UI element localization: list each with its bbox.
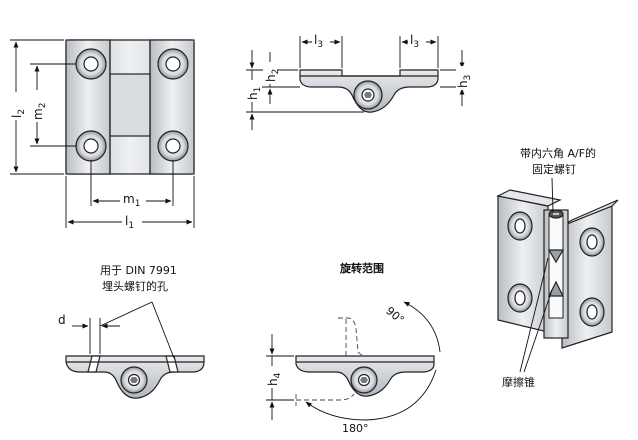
svg-text:d: d <box>58 313 66 327</box>
dimension-h2: h2 <box>262 52 300 104</box>
dimension-l2: l2 <box>9 39 64 175</box>
svg-text:带内六角 A/F的: 带内六角 A/F的 <box>520 146 596 160</box>
hinge-section-view <box>65 355 205 399</box>
countersunk-note: 用于 DIN 7991 埋头螺钉的孔 <box>100 264 177 293</box>
dimension-m2: m2 <box>30 63 76 147</box>
svg-text:用于 DIN 7991: 用于 DIN 7991 <box>100 264 177 277</box>
mount-hole <box>157 130 189 162</box>
svg-text:旋转范围: 旋转范围 <box>339 261 384 275</box>
svg-text:h1: h1 <box>246 87 263 100</box>
mount-hole <box>75 130 107 162</box>
svg-text:180°: 180° <box>342 422 369 435</box>
hinge-top-view <box>65 39 195 175</box>
dimension-h4: h4 <box>265 334 294 420</box>
rotation-range-view: 旋转范围 <box>295 261 441 421</box>
svg-text:l3: l3 <box>410 33 419 50</box>
dimension-m1: m1 <box>90 160 174 209</box>
svg-text:m1: m1 <box>123 192 140 209</box>
svg-text:m2: m2 <box>31 103 48 120</box>
dimension-l3-right: l3 <box>399 32 439 68</box>
dimension-h3: h3 <box>440 50 473 106</box>
dimension-h1: h1 <box>245 50 364 130</box>
svg-text:埋头螺钉的孔: 埋头螺钉的孔 <box>102 279 168 293</box>
screw-callout: 带内六角 A/F的 固定螺钉 <box>520 146 596 213</box>
svg-text:h3: h3 <box>456 75 473 88</box>
dimension-l1: l1 <box>65 176 195 231</box>
mount-hole <box>75 48 107 80</box>
svg-text:l3: l3 <box>314 33 323 50</box>
svg-text:h2: h2 <box>264 69 281 82</box>
svg-text:h4: h4 <box>266 372 283 386</box>
svg-text:摩擦锥: 摩擦锥 <box>502 375 535 389</box>
dimension-l3-left: l3 <box>299 32 343 68</box>
hinge-side-view <box>299 69 439 113</box>
svg-text:固定螺钉: 固定螺钉 <box>532 162 576 176</box>
friction-cone-callout: 摩擦锥 <box>502 257 553 389</box>
svg-text:l2: l2 <box>10 109 27 118</box>
svg-text:l1: l1 <box>125 214 134 231</box>
dimension-d: d <box>58 301 175 359</box>
mount-hole <box>157 48 189 80</box>
hinge-3d-view <box>496 189 619 349</box>
svg-text:90°: 90° <box>383 304 406 326</box>
